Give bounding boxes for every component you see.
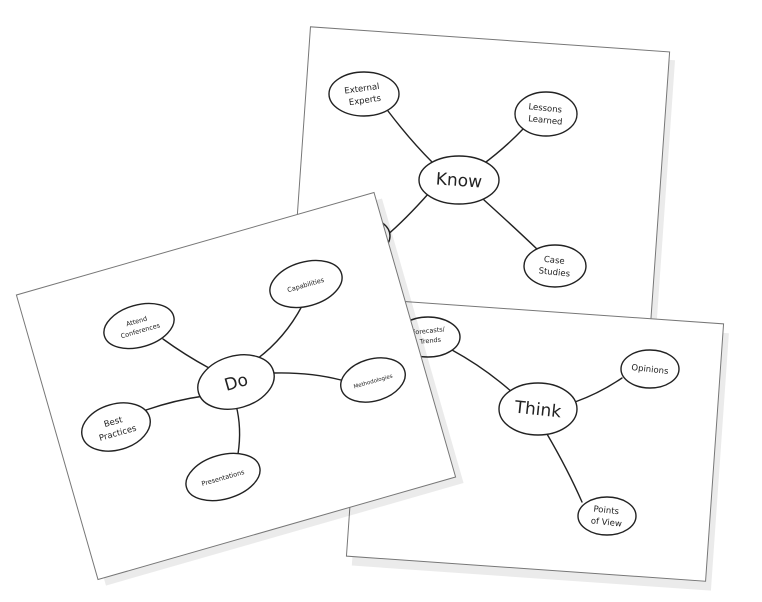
think-forecasts-line1: Forecasts/: [411, 325, 446, 336]
know-node-case-studies: [523, 244, 587, 288]
do-node-capabilities: [269, 259, 343, 309]
think-node-hub: [498, 382, 578, 436]
do-node-presentations: [185, 452, 261, 502]
know-external-line1: External: [344, 82, 380, 97]
know-node-lessons-learned: [514, 91, 578, 137]
svg-text:Case Studies: Case Studies: [538, 254, 572, 279]
svg-text:Points of View: Points of View: [590, 504, 623, 529]
know-mindmap: External Experts Lessons Learned Case St…: [328, 71, 587, 288]
know-edge-external: [387, 110, 433, 163]
do-node-hub: [197, 354, 275, 410]
think-opinions-label: Opinions: [631, 363, 670, 377]
know-node-external-experts: [328, 71, 400, 117]
do-edge-attend: [162, 338, 210, 369]
svg-text:Forecasts/ Trends: Forecasts/ Trends: [411, 325, 448, 347]
do-node-best-practices: [81, 402, 151, 452]
think-node-opinions: [620, 349, 680, 389]
know-lessons-line2: Learned: [528, 114, 563, 128]
do-node-methodologies: [340, 357, 406, 403]
do-node-attend-conferences: [103, 302, 175, 350]
know-hub-label: Know: [435, 169, 483, 192]
think-points-line1: Points: [593, 505, 620, 518]
do-edge-methodologies: [272, 372, 342, 381]
know-case-line2: Studies: [538, 266, 571, 279]
know-external-line2: Experts: [348, 94, 382, 108]
svg-text:Lessons Learned: Lessons Learned: [527, 102, 566, 128]
think-hub-label: Think: [513, 398, 562, 423]
think-mindmap: Forecasts/ Trends Opinions Points of Vie…: [395, 316, 680, 536]
think-edge-points: [546, 433, 583, 503]
know-lessons-line1: Lessons: [528, 102, 563, 116]
know-case-line1: Case: [543, 255, 565, 267]
think-forecasts-line2: Trends: [418, 336, 442, 346]
do-mindmap: Capabilities Attend Conferences Methodol…: [81, 259, 406, 502]
think-node-points-of-view: [577, 496, 637, 536]
think-points-line2: of View: [590, 516, 622, 529]
know-edge-case: [483, 199, 539, 251]
do-edge-best: [145, 395, 205, 411]
svg-text:External Experts: External Experts: [344, 81, 385, 108]
know-node-hub: [418, 155, 500, 205]
think-edge-opinions: [574, 377, 623, 403]
think-edge-forecasts: [451, 349, 514, 394]
do-edge-capabilities: [256, 305, 303, 360]
